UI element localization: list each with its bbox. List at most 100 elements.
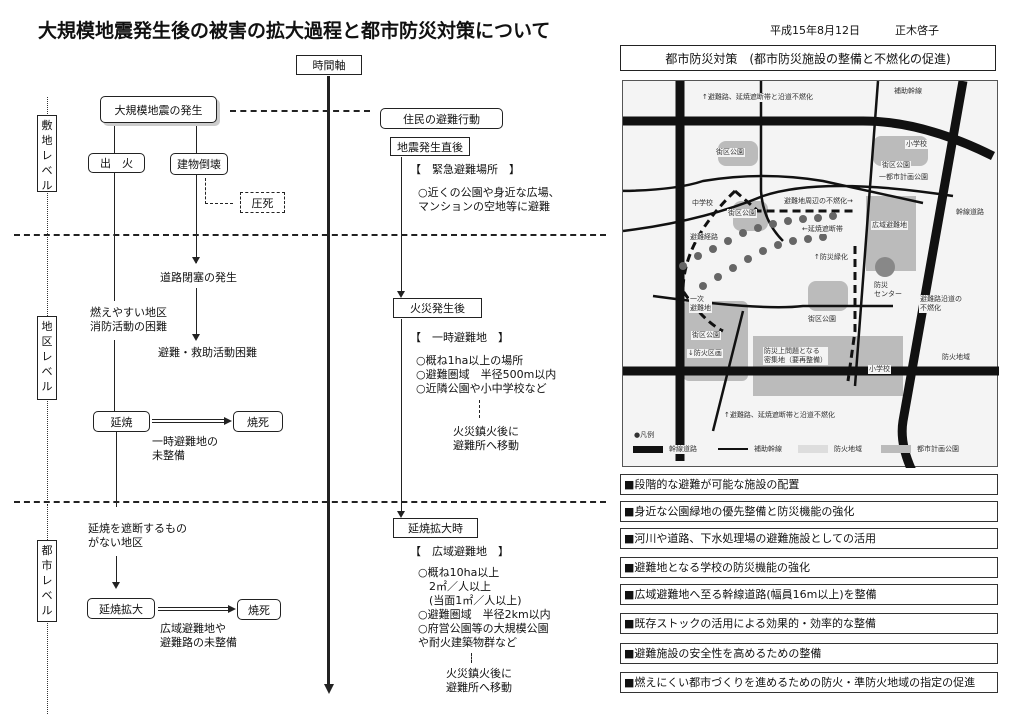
- map-label: ←延焼遮断帯: [801, 225, 844, 234]
- quake-box: 大規模地震の発生: [100, 96, 217, 123]
- measure-item: ■既存ストックの活用による効果的・効率的な整備: [620, 613, 998, 634]
- stage-label: 火災発生後: [393, 298, 482, 318]
- stage-place: 【 一時避難地 】: [410, 331, 509, 344]
- date: 平成15年8月12日: [770, 24, 860, 37]
- map-label: 避難経路: [689, 233, 719, 242]
- fire-box: 出 火: [88, 153, 145, 173]
- city-plan-map: ↑避難路、延焼遮断帯と沿道不燃化 補助幹線 街区公園 小学校 街区公園 一都市計…: [612, 80, 999, 494]
- timeline-axis: [327, 76, 330, 685]
- author: 正木啓子: [895, 24, 939, 37]
- flow-line: [196, 288, 197, 339]
- legend-item: 幹線道路: [668, 445, 698, 454]
- dash-dot-connector: [230, 110, 370, 112]
- no-barrier-text: 延焼を遮断するもの がない地区: [88, 522, 187, 549]
- collapse-box: 建物倒壊: [170, 153, 228, 175]
- double-arrow: [158, 607, 228, 611]
- arrow: [224, 417, 232, 425]
- map-label: 街区公園: [807, 315, 837, 324]
- stage-desc: ○概ね1ha以上の場所 ○避難圏域 半径500m以内 ○近隣公園や小中学校など: [416, 354, 557, 395]
- map-label: 小学校: [868, 365, 891, 374]
- map-label: 避難路沿道の 不燃化: [919, 295, 963, 313]
- map-label: 街区公園: [691, 331, 721, 340]
- measure-item: ■燃えにくい都市づくりを進めるための防火・準防火地域の指定の促進: [620, 672, 998, 693]
- spread-large-box: 延焼拡大: [87, 598, 155, 619]
- map-label: 街区公園: [727, 209, 757, 218]
- level-label-city: 都市レベル: [37, 540, 57, 622]
- no-temp-text: 一時避難地の 未整備: [152, 435, 218, 462]
- map-label: 防災上問題となる 密集地（要再整備）: [763, 347, 828, 365]
- stage-desc: ○概ね10ha以上 2㎡／人以上 (当面1㎡／人以上) ○避難圏域 半径2km以…: [418, 566, 551, 649]
- measure-item: ■河川や道路、下水処理場の避難施設としての活用: [620, 528, 998, 549]
- spread-box: 延焼: [93, 411, 150, 432]
- dashed-arrow: [479, 400, 480, 418]
- arrow: [228, 605, 236, 613]
- stage-label: 地震発生直後: [390, 137, 470, 156]
- map-label: 街区公園: [881, 161, 911, 170]
- stage-place: 【 緊急避難場所 】: [410, 163, 520, 176]
- stage-after: 火災鎮火後に 避難所へ移動: [453, 425, 519, 452]
- legend-item: 都市計画公園: [916, 445, 960, 454]
- map-labels: ↑避難路、延焼遮断帯と沿道不燃化 補助幹線 街区公園 小学校 街区公園 一都市計…: [623, 81, 985, 454]
- arrow: [192, 257, 200, 264]
- map-label: ↑避難路、延焼遮断帯と沿道不燃化: [723, 411, 836, 420]
- map-label: ↑防災緑化: [813, 253, 849, 262]
- map-label: 街区公園: [715, 148, 745, 157]
- timeline-arrowhead: [324, 684, 334, 694]
- level-label-site: 敷地レベル: [37, 115, 57, 192]
- map-label: 小学校: [905, 140, 928, 149]
- no-wide-text: 広域避難地や 避難路の未整備: [160, 622, 237, 649]
- flow-line: [114, 340, 115, 412]
- flammable-text: 燃えやすい地区 消防活動の困難: [90, 306, 167, 333]
- map-label: 一都市計画公園: [878, 173, 929, 182]
- measure-item: ■避難地となる学校の防災機能の強化: [620, 557, 998, 578]
- road-block-text: 道路閉塞の発生: [160, 271, 237, 284]
- double-arrow: [152, 419, 224, 423]
- measures-heading: 都市防災対策 (都市防災施設の整備と不燃化の促進): [620, 45, 996, 71]
- stage-place: 【 広域避難地 】: [410, 545, 509, 558]
- rescue-text: 避難・救助活動困難: [158, 346, 257, 359]
- measure-item: ■段階的な避難が可能な施設の配置: [620, 474, 998, 495]
- map-label: ↑避難路、延焼遮断帯と沿道不燃化: [701, 93, 814, 102]
- level-divider: [14, 501, 606, 503]
- page-title: 大規模地震発生後の被害の拡大過程と都市防災対策について: [38, 20, 551, 42]
- level-label-district: 地区レベル: [37, 316, 57, 400]
- map-label: 防火地域: [941, 353, 971, 362]
- map-label: 防災 センター: [873, 281, 903, 299]
- measure-item: ■避難施設の安全性を高めるための整備: [620, 643, 998, 664]
- flow-line: [401, 319, 402, 513]
- flow-line: [114, 173, 115, 301]
- map-label: 避難地周辺の不燃化→: [783, 197, 854, 206]
- stage-after: 火災鎮火後に 避難所へ移動: [446, 667, 512, 694]
- legend-title: ●凡例: [633, 431, 656, 440]
- map-label: 広域避難地: [871, 221, 908, 230]
- flow-line: [196, 175, 197, 263]
- dashed-connector: [205, 178, 233, 204]
- arrow: [397, 291, 405, 298]
- arrow: [397, 511, 405, 518]
- map-label: 幹線道路: [955, 208, 985, 217]
- map-label: 補助幹線: [893, 87, 923, 96]
- flow-line: [116, 556, 117, 583]
- level-divider: [14, 234, 606, 236]
- flow-line: [114, 123, 115, 153]
- arrow: [112, 582, 120, 589]
- legend-item: 補助幹線: [753, 445, 783, 454]
- map-label: 一次 避難地: [689, 295, 712, 313]
- map-graphic: [612, 80, 999, 494]
- burn-box: 焼死: [233, 411, 283, 432]
- stage-desc: ○近くの公園や身近な広場、 マンションの空地等に避難: [418, 186, 560, 213]
- legend-item: 防火地域: [833, 445, 863, 454]
- timeline-label: 時間軸: [296, 55, 362, 75]
- arrow: [192, 334, 200, 341]
- crush-box: 圧死: [240, 192, 285, 213]
- evacuation-title: 住民の避難行動: [380, 108, 503, 129]
- flow-line: [116, 432, 117, 507]
- flow-line: [401, 157, 402, 293]
- stage-label: 延焼拡大時: [393, 518, 478, 538]
- measure-item: ■身近な公園緑地の優先整備と防災機能の強化: [620, 501, 998, 522]
- flow-line: [196, 123, 197, 153]
- measure-item: ■広域避難地へ至る幹線道路(幅員16m以上)を整備: [620, 584, 998, 605]
- map-label: ↓防火区画: [687, 349, 723, 358]
- burn-box: 焼死: [237, 599, 281, 620]
- dashed-arrow: [471, 653, 472, 663]
